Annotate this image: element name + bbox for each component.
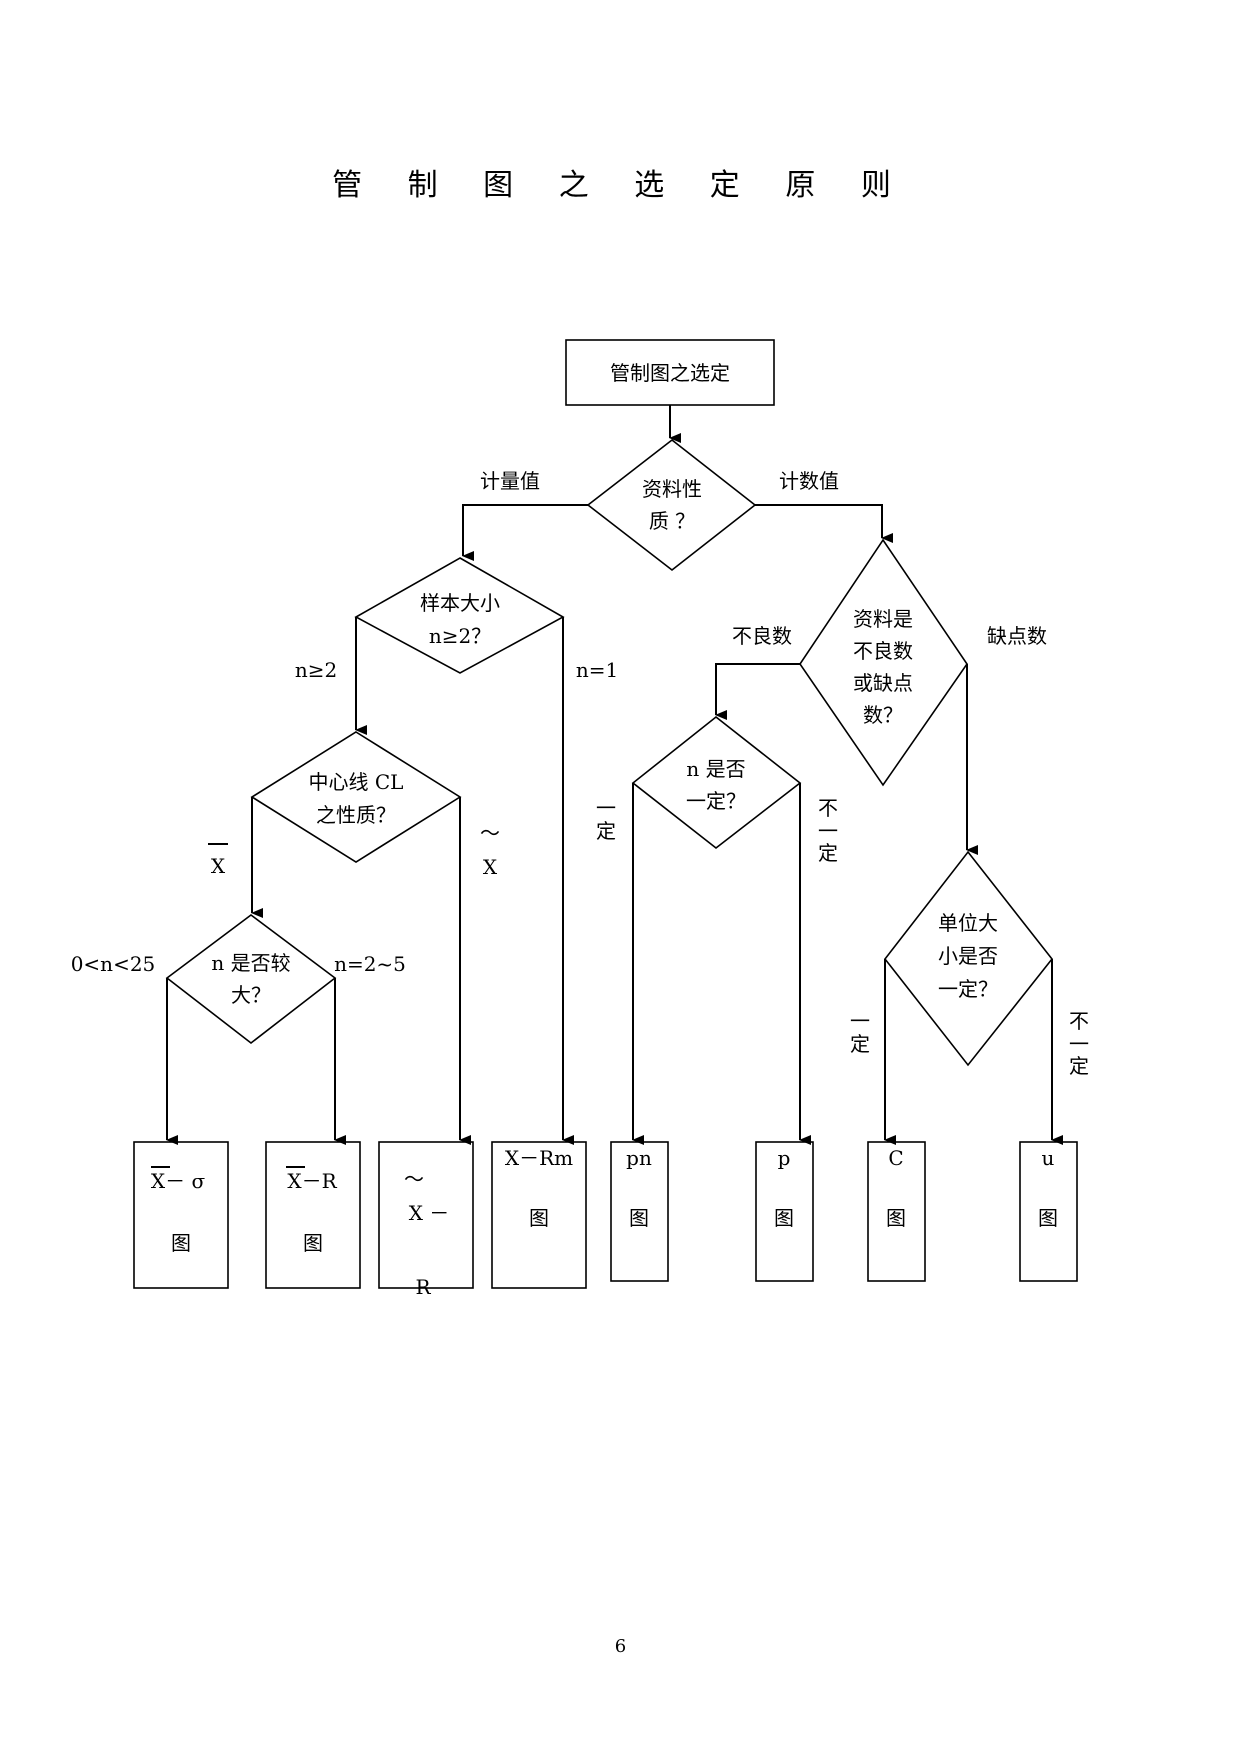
edge-label-not-constant-1: 不 <box>818 796 838 820</box>
result-xbar-sigma-line1: X－ σ <box>151 1169 206 1193</box>
edge-label-n-ge-2: n≥2 <box>295 658 337 682</box>
result-p-line1: p <box>778 1146 791 1170</box>
result-median-r-tilde: ～ <box>404 1167 424 1191</box>
n-constant-label-2: 一定？ <box>686 789 746 813</box>
edge-label-defective: 不良数 <box>732 624 792 648</box>
defect-type-diamond <box>799 538 968 787</box>
result-xbar-sigma-line2: 图 <box>171 1231 191 1255</box>
result-box-c <box>867 1141 926 1282</box>
center-line-diamond <box>250 731 462 863</box>
result-pn-line1: pn <box>626 1146 652 1170</box>
data-nature-label-1: 资料性 <box>642 477 702 501</box>
result-box-median-r <box>378 1141 474 1289</box>
result-box-x-rm <box>491 1141 587 1289</box>
result-x-rm-line1: X－Rm <box>505 1146 573 1170</box>
edge-label-n-small: 0<n<25 <box>71 952 156 976</box>
data-nature-diamond <box>586 438 757 572</box>
result-box-xbar-sigma <box>133 1141 229 1289</box>
sample-size-label-2: n≥2？ <box>429 624 491 648</box>
n-large-diamond <box>165 914 337 1045</box>
edge-defective <box>715 663 800 720</box>
n-constant-label-1: n 是否 <box>686 757 745 781</box>
edge-label-n-2-5: n=2~5 <box>334 952 406 976</box>
defect-type-label-2: 不良数 <box>853 639 913 663</box>
unit-size-label-3: 一定？ <box>938 977 998 1001</box>
result-box-p <box>755 1141 814 1282</box>
edge-label-median-tilde: ～ <box>480 821 500 845</box>
result-xbar-r-line1: X－R <box>287 1169 337 1193</box>
center-line-label-2: 之性质？ <box>316 803 396 827</box>
defect-type-label-1: 资料是 <box>853 607 913 631</box>
edge-variable <box>462 504 588 561</box>
edge-label-xbar: X <box>211 854 226 878</box>
edge-label-not-constant-3: 定 <box>818 841 838 865</box>
page-title: 管 制 图 之 选 定 原 则 <box>332 168 909 203</box>
result-x-rm-line2: 图 <box>529 1206 549 1230</box>
result-u-line1: u <box>1042 1146 1055 1170</box>
edge-label-not-constant2-2: 一 <box>1069 1032 1089 1056</box>
edge-attribute <box>755 504 893 543</box>
edge-label-constant-1: 一 <box>596 796 616 820</box>
edge-label-constant2-2: 定 <box>850 1032 870 1056</box>
edge-label-median-x: X <box>483 855 498 879</box>
edge-label-not-constant2-1: 不 <box>1069 1009 1089 1033</box>
result-u-line2: 图 <box>1038 1206 1058 1230</box>
result-c-line1: C <box>888 1146 903 1170</box>
unit-size-diamond <box>883 850 1054 1067</box>
edge-label-defects: 缺点数 <box>987 624 1047 648</box>
result-pn-line2: 图 <box>629 1206 649 1230</box>
edge-label-variable: 计量值 <box>480 469 540 493</box>
page-number: 6 <box>614 1636 627 1657</box>
result-xbar-r-line2: 图 <box>303 1231 323 1255</box>
result-p-line2: 图 <box>774 1206 794 1230</box>
sample-size-label-1: 样本大小 <box>420 591 500 615</box>
result-box-xbar-r <box>265 1141 361 1289</box>
start-label: 管制图之选定 <box>610 361 730 385</box>
unit-size-label-2: 小是否 <box>938 944 998 968</box>
result-c-line2: 图 <box>886 1206 906 1230</box>
data-nature-label-2: 质 ？ <box>649 509 695 533</box>
n-large-label-1: n 是否较 <box>211 951 290 975</box>
edge-label-attribute: 计数值 <box>779 469 839 493</box>
center-line-label-1: 中心线 CL <box>309 770 404 794</box>
sample-size-diamond <box>354 557 565 674</box>
edge-label-constant2-1: 一 <box>850 1009 870 1033</box>
edge-label-not-constant-2: 一 <box>818 819 838 843</box>
result-median-r-line1: X － <box>409 1201 450 1225</box>
result-median-r-line2: R <box>415 1275 431 1299</box>
edge-label-not-constant2-3: 定 <box>1069 1054 1089 1078</box>
edge-label-constant-2: 定 <box>596 819 616 843</box>
n-large-label-2: 大？ <box>231 983 271 1007</box>
n-constant-diamond <box>631 715 802 850</box>
defect-type-label-3: 或缺点 <box>853 671 913 695</box>
defect-type-label-4: 数？ <box>863 703 903 727</box>
unit-size-label-1: 单位大 <box>938 911 998 935</box>
edge-label-n-eq-1: n=1 <box>576 658 618 682</box>
result-box-u <box>1019 1141 1078 1282</box>
